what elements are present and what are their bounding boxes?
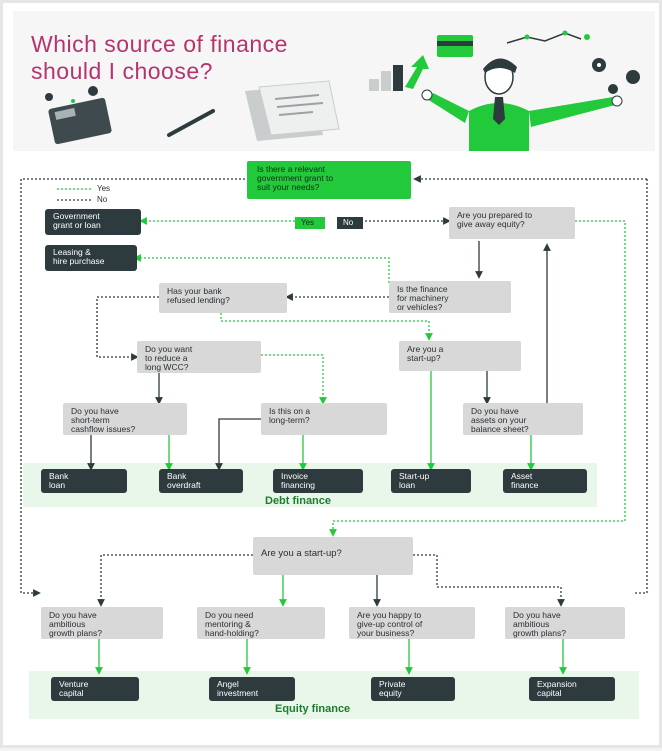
outcome-bank-loan: Bank loan — [41, 469, 127, 493]
node-wcc-question: Do you want to reduce a long WCC? — [137, 341, 261, 373]
outcome-government-grant: Government grant or loan — [45, 209, 141, 235]
title-line-2: should I choose? — [31, 58, 213, 84]
credit-card-icon — [437, 35, 473, 57]
outcome-venture-capital: Venture capital — [51, 677, 139, 701]
node-growth-plans-2-question: Do you have ambitious growth plans? — [505, 607, 625, 639]
outcome-startup-loan: Start-up loan — [391, 469, 471, 493]
outcome-private-equity: Private equity — [371, 677, 455, 701]
node-control-question: Are you happy to give-up control of your… — [349, 607, 475, 639]
header-illustration: Which source of finance should I choose? — [13, 11, 655, 151]
title-line-1: Which source of finance — [31, 31, 288, 57]
node-long-term-question: Is this on a long-term? — [261, 403, 387, 435]
flowchart-connectors — [20, 175, 648, 675]
equity-finance-label: Equity finance — [275, 703, 351, 715]
businessman-illustration — [421, 58, 623, 151]
node-equity-question: Are you prepared to give away equity? — [449, 207, 575, 239]
node-growth-plans-1-question: Do you have ambitious growth plans? — [41, 607, 163, 639]
calculator-icon — [45, 86, 112, 145]
page-title: Which source of finance should I choose? — [31, 33, 288, 83]
outcome-asset-finance: Asset finance — [503, 469, 587, 493]
legend-yes: Yes — [97, 184, 111, 193]
node-machinery-question: Is the finance for machinery or vehicles… — [389, 281, 511, 313]
node-startup-debt-question: Are you a start-up? — [399, 341, 521, 371]
outcome-bank-overdraft: Bank overdraft — [159, 469, 243, 493]
documents-icon — [245, 80, 340, 141]
outcome-expansion-capital: Expansion capital — [529, 677, 615, 701]
node-government-grant-question: Is there a relevant government grant to … — [247, 161, 411, 199]
node-assets-question: Do you have assets on your balance sheet… — [463, 403, 583, 435]
node-cashflow-question: Do you have short-term cashflow issues? — [63, 403, 187, 435]
growth-chart-icon — [369, 55, 429, 91]
legend-no: No — [97, 195, 108, 204]
line-chart-icon — [506, 30, 582, 44]
no-tag: No — [337, 217, 363, 229]
node-mentoring-question: Do you need mentoring & hand-holding? — [197, 607, 325, 639]
node-bank-refused-question: Has your bank refused lending? — [159, 283, 287, 313]
pen-icon — [167, 109, 215, 137]
hero-art — [45, 30, 640, 151]
coins-icon — [592, 58, 640, 94]
outcome-angel-investment: Angel investment — [209, 677, 295, 701]
debt-finance-label: Debt finance — [265, 495, 332, 507]
outcome-invoice-financing: Invoice financing — [273, 469, 363, 493]
outcome-leasing: Leasing & hire purchase — [45, 245, 137, 271]
node-startup-equity-question: Are you a start-up? — [253, 537, 413, 575]
yes-tag: Yes — [295, 217, 325, 229]
